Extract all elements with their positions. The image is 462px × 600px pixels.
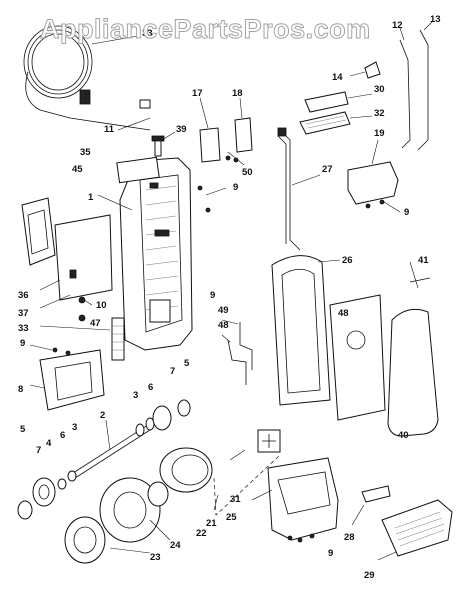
callout-5: 5 bbox=[20, 424, 26, 435]
callout-22: 22 bbox=[196, 528, 207, 539]
callout-18: 18 bbox=[232, 88, 243, 99]
callout-30: 30 bbox=[374, 84, 385, 95]
callout-9: 9 bbox=[404, 207, 409, 218]
pedal-19 bbox=[347, 139, 401, 213]
handle-screw bbox=[117, 99, 176, 157]
callout-5: 5 bbox=[184, 358, 190, 369]
callout-45: 45 bbox=[72, 164, 83, 175]
callout-11: 11 bbox=[104, 124, 115, 135]
parts-14-30-32 bbox=[299, 61, 381, 135]
main-body-housing bbox=[97, 156, 193, 351]
callout-24: 24 bbox=[170, 540, 181, 551]
callout-6: 6 bbox=[148, 382, 153, 393]
left-panel-36 bbox=[21, 197, 56, 266]
callout-6: 6 bbox=[60, 430, 65, 441]
callout-14: 14 bbox=[332, 72, 343, 83]
base-25 bbox=[229, 429, 339, 543]
callout-33: 33 bbox=[18, 323, 29, 334]
callout-27: 27 bbox=[322, 164, 333, 175]
callout-12: 12 bbox=[392, 20, 403, 31]
handle-frame-26 bbox=[271, 255, 341, 406]
callout-49: 49 bbox=[218, 305, 229, 316]
callout-9: 9 bbox=[210, 290, 215, 301]
callout-19: 19 bbox=[374, 128, 385, 139]
callout-21: 21 bbox=[206, 518, 217, 529]
motor-23 bbox=[64, 477, 171, 564]
bag-48 bbox=[329, 294, 386, 421]
callout-41: 41 bbox=[418, 255, 429, 266]
callout-9: 9 bbox=[20, 338, 25, 349]
callout-36: 36 bbox=[18, 290, 29, 301]
callout-35: 35 bbox=[80, 147, 91, 158]
brush-roll-22 bbox=[159, 447, 213, 493]
callout-47: 47 bbox=[90, 318, 101, 329]
callout-labels: 33 11 39 17 18 35 45 50 9 1 36 37 10 47 … bbox=[18, 14, 441, 581]
brackets bbox=[197, 97, 253, 213]
left-panel-37 bbox=[39, 214, 113, 309]
callout-17: 17 bbox=[192, 88, 203, 99]
callout-23: 23 bbox=[150, 552, 161, 563]
bearings-left bbox=[17, 470, 77, 520]
callout-37: 37 bbox=[18, 308, 29, 319]
callout-13: 13 bbox=[430, 14, 441, 25]
callout-8: 8 bbox=[18, 384, 23, 395]
callout-3: 3 bbox=[133, 390, 138, 401]
bumper-29 bbox=[377, 499, 453, 561]
callout-28: 28 bbox=[344, 532, 355, 543]
callout-50: 50 bbox=[242, 167, 253, 178]
callout-10: 10 bbox=[96, 300, 107, 311]
power-cord bbox=[23, 25, 151, 131]
callout-25: 25 bbox=[226, 512, 237, 523]
small-parts-left bbox=[39, 296, 125, 361]
callout-7: 7 bbox=[36, 445, 41, 456]
callout-3: 3 bbox=[72, 422, 77, 433]
belt-21 bbox=[213, 454, 281, 516]
motor-shaft-2 bbox=[69, 419, 151, 481]
wire-27 bbox=[277, 127, 321, 251]
cord-13-12 bbox=[399, 21, 433, 151]
watermark-text: AppliancePartsPros.com bbox=[40, 14, 371, 45]
callout-7: 7 bbox=[170, 366, 175, 377]
bearings-right bbox=[135, 399, 191, 437]
bracket-8 bbox=[29, 344, 105, 411]
callout-29: 29 bbox=[364, 570, 375, 581]
callout-31: 31 bbox=[230, 494, 241, 505]
callout-48: 48 bbox=[218, 320, 229, 331]
callout-40: 40 bbox=[398, 430, 409, 441]
callout-9: 9 bbox=[328, 548, 333, 559]
parts-48-49 bbox=[221, 319, 253, 385]
callout-32: 32 bbox=[374, 108, 385, 119]
callout-48: 48 bbox=[338, 308, 349, 319]
callout-39: 39 bbox=[176, 124, 187, 135]
callout-26: 26 bbox=[342, 255, 353, 266]
callout-9: 9 bbox=[233, 182, 238, 193]
callout-4: 4 bbox=[46, 438, 52, 449]
outer-bag-40 bbox=[387, 261, 439, 437]
part-28 bbox=[351, 485, 391, 526]
callout-33: 33 bbox=[142, 28, 153, 39]
callout-1: 1 bbox=[88, 192, 94, 203]
callout-2: 2 bbox=[100, 410, 105, 421]
